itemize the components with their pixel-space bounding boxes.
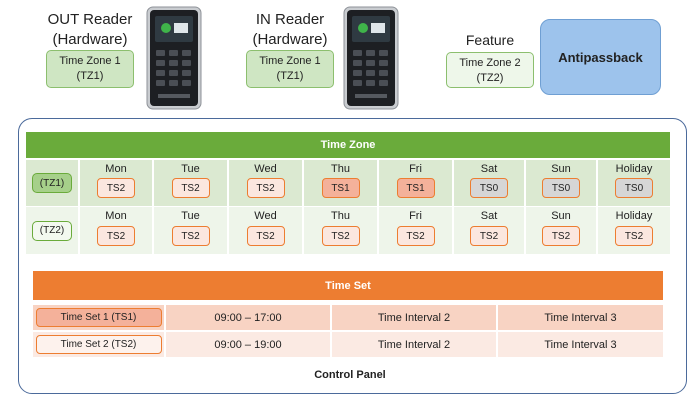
in-reader-title: IN Reader (Hardware) [240, 10, 340, 50]
tz1-mon-cell: Mon TS2 [80, 160, 154, 206]
tz2-sat-cell: Sat TS2 [454, 207, 526, 254]
tz2-holiday-cell: Holiday TS2 [598, 207, 670, 254]
tz2-thu-timeset: TS2 [321, 226, 360, 246]
ts2-interval-2: Time Interval 2 [332, 332, 498, 357]
tz2-thu-cell: Thu TS2 [304, 207, 379, 254]
tz2-holiday-timeset: TS2 [615, 226, 653, 246]
tz2-wed-cell: Wed TS2 [229, 207, 304, 254]
day-label-wed-2: Wed [254, 210, 277, 222]
day-label-wed: Wed [254, 163, 277, 175]
control-panel-label: Control Panel [314, 369, 386, 381]
tz1-fri-cell: Fri TS1 [379, 160, 454, 206]
tz1-tue-cell: Tue TS2 [154, 160, 229, 206]
tz1-sun-cell: Sun TS0 [526, 160, 598, 206]
feature-tz-name: Time Zone 2 [459, 57, 521, 69]
tz2-sun-timeset: TS2 [542, 226, 580, 246]
tz1-tue-timeset: TS2 [171, 178, 210, 198]
tz1-sat-timeset: TS0 [470, 178, 508, 198]
ts1-interval-1: 09:00 – 17:00 [166, 305, 332, 330]
tz2-wed-timeset: TS2 [246, 226, 285, 246]
feature-label: Feature [465, 32, 515, 48]
out-reader-tz-code: (TZ1) [76, 70, 104, 82]
ts1-label: Time Set 1 (TS1) [35, 308, 162, 327]
ts2-row: Time Set 2 (TS2) 09:00 – 19:00 Time Inte… [33, 332, 663, 357]
tz2-label: (TZ2) [32, 220, 72, 241]
tz2-fri-timeset: TS2 [396, 226, 435, 246]
out-reader-sublabel: (Hardware) [52, 31, 128, 48]
day-label-mon-2: Mon [105, 210, 127, 222]
in-reader-label: IN Reader [255, 11, 325, 28]
tz2-fri-cell: Fri TS2 [379, 207, 454, 254]
tz1-sun-timeset: TS0 [542, 178, 580, 198]
ts2-label-cell: Time Set 2 (TS2) [33, 332, 166, 357]
out-reader-device-icon [146, 6, 202, 110]
tz2-sat-timeset: TS2 [470, 226, 508, 246]
ts2-label: Time Set 2 (TS2) [35, 335, 162, 354]
out-reader-timezone-box: Time Zone 1 (TZ1) [46, 50, 134, 88]
tz2-row: (TZ2) Mon TS2 Tue TS2 Wed TS2 Thu TS2 Fr… [26, 207, 670, 254]
feature-tz-code: (TZ2) [476, 72, 504, 84]
tz1-fri-timeset: TS1 [396, 178, 435, 198]
tz1-mon-timeset: TS2 [97, 178, 135, 198]
tz1-label-cell: (TZ1) [26, 160, 80, 206]
tz2-tue-cell: Tue TS2 [154, 207, 229, 254]
time-set-header: Time Set [33, 271, 663, 300]
control-panel [18, 118, 687, 394]
out-reader-tz-name: Time Zone 1 [59, 55, 121, 67]
tz1-wed-timeset: TS2 [246, 178, 285, 198]
day-label-sat: Sat [480, 163, 498, 175]
day-label-tue-2: Tue [181, 210, 200, 222]
feature-timezone-box: Time Zone 2 (TZ2) [446, 52, 534, 88]
tz1-wed-cell: Wed TS2 [229, 160, 304, 206]
ts1-interval-3: Time Interval 3 [544, 311, 617, 324]
day-label-tue: Tue [181, 163, 200, 175]
tz1-holiday-cell: Holiday TS0 [598, 160, 670, 206]
tz1-holiday-timeset: TS0 [615, 178, 653, 198]
tz2-sun-cell: Sun TS2 [526, 207, 598, 254]
tz1-label: (TZ1) [32, 173, 72, 193]
in-reader-tz-name: Time Zone 1 [259, 55, 321, 67]
tz2-tue-timeset: TS2 [171, 226, 210, 246]
tz1-thu-timeset: TS1 [321, 178, 360, 198]
in-reader-sublabel: (Hardware) [252, 31, 328, 48]
out-reader-label: OUT Reader [47, 11, 133, 28]
ts1-label-cell: Time Set 1 (TS1) [33, 305, 166, 330]
tz1-sat-cell: Sat TS0 [454, 160, 526, 206]
tz2-mon-cell: Mon TS2 [80, 207, 154, 254]
in-reader-tz-code: (TZ1) [276, 70, 304, 82]
ts2-interval-1: 09:00 – 19:00 [166, 332, 332, 357]
day-label-sun: Sun [551, 163, 571, 175]
day-label-fri: Fri [409, 163, 422, 175]
day-label-sat-2: Sat [480, 210, 498, 222]
tz1-thu-cell: Thu TS1 [304, 160, 379, 206]
day-label-fri-2: Fri [409, 210, 422, 222]
ts1-interval-2: Time Interval 2 [332, 305, 498, 330]
day-label-holiday: Holiday [615, 163, 653, 175]
ts1-row: Time Set 1 (TS1) 09:00 – 17:00 Time Inte… [33, 305, 663, 330]
day-label-sun-2: Sun [551, 210, 571, 222]
antipassback-box: Antipassback [540, 19, 661, 95]
tz1-row: (TZ1) Mon TS2 Tue TS2 Wed TS2 Thu TS1 Fr… [26, 160, 670, 206]
in-reader-timezone-box: Time Zone 1 (TZ1) [246, 50, 334, 88]
time-zone-header: Time Zone [26, 132, 670, 158]
out-reader-title: OUT Reader (Hardware) [40, 10, 140, 50]
day-label-thu: Thu [331, 163, 350, 175]
day-label-holiday-2: Holiday [615, 210, 653, 222]
day-label-thu-2: Thu [331, 210, 350, 222]
tz2-mon-timeset: TS2 [97, 226, 135, 246]
day-label-mon: Mon [105, 163, 127, 175]
in-reader-device-icon [343, 6, 399, 110]
tz2-label-cell: (TZ2) [26, 207, 80, 254]
ts2-interval-3: Time Interval 3 [544, 338, 617, 351]
